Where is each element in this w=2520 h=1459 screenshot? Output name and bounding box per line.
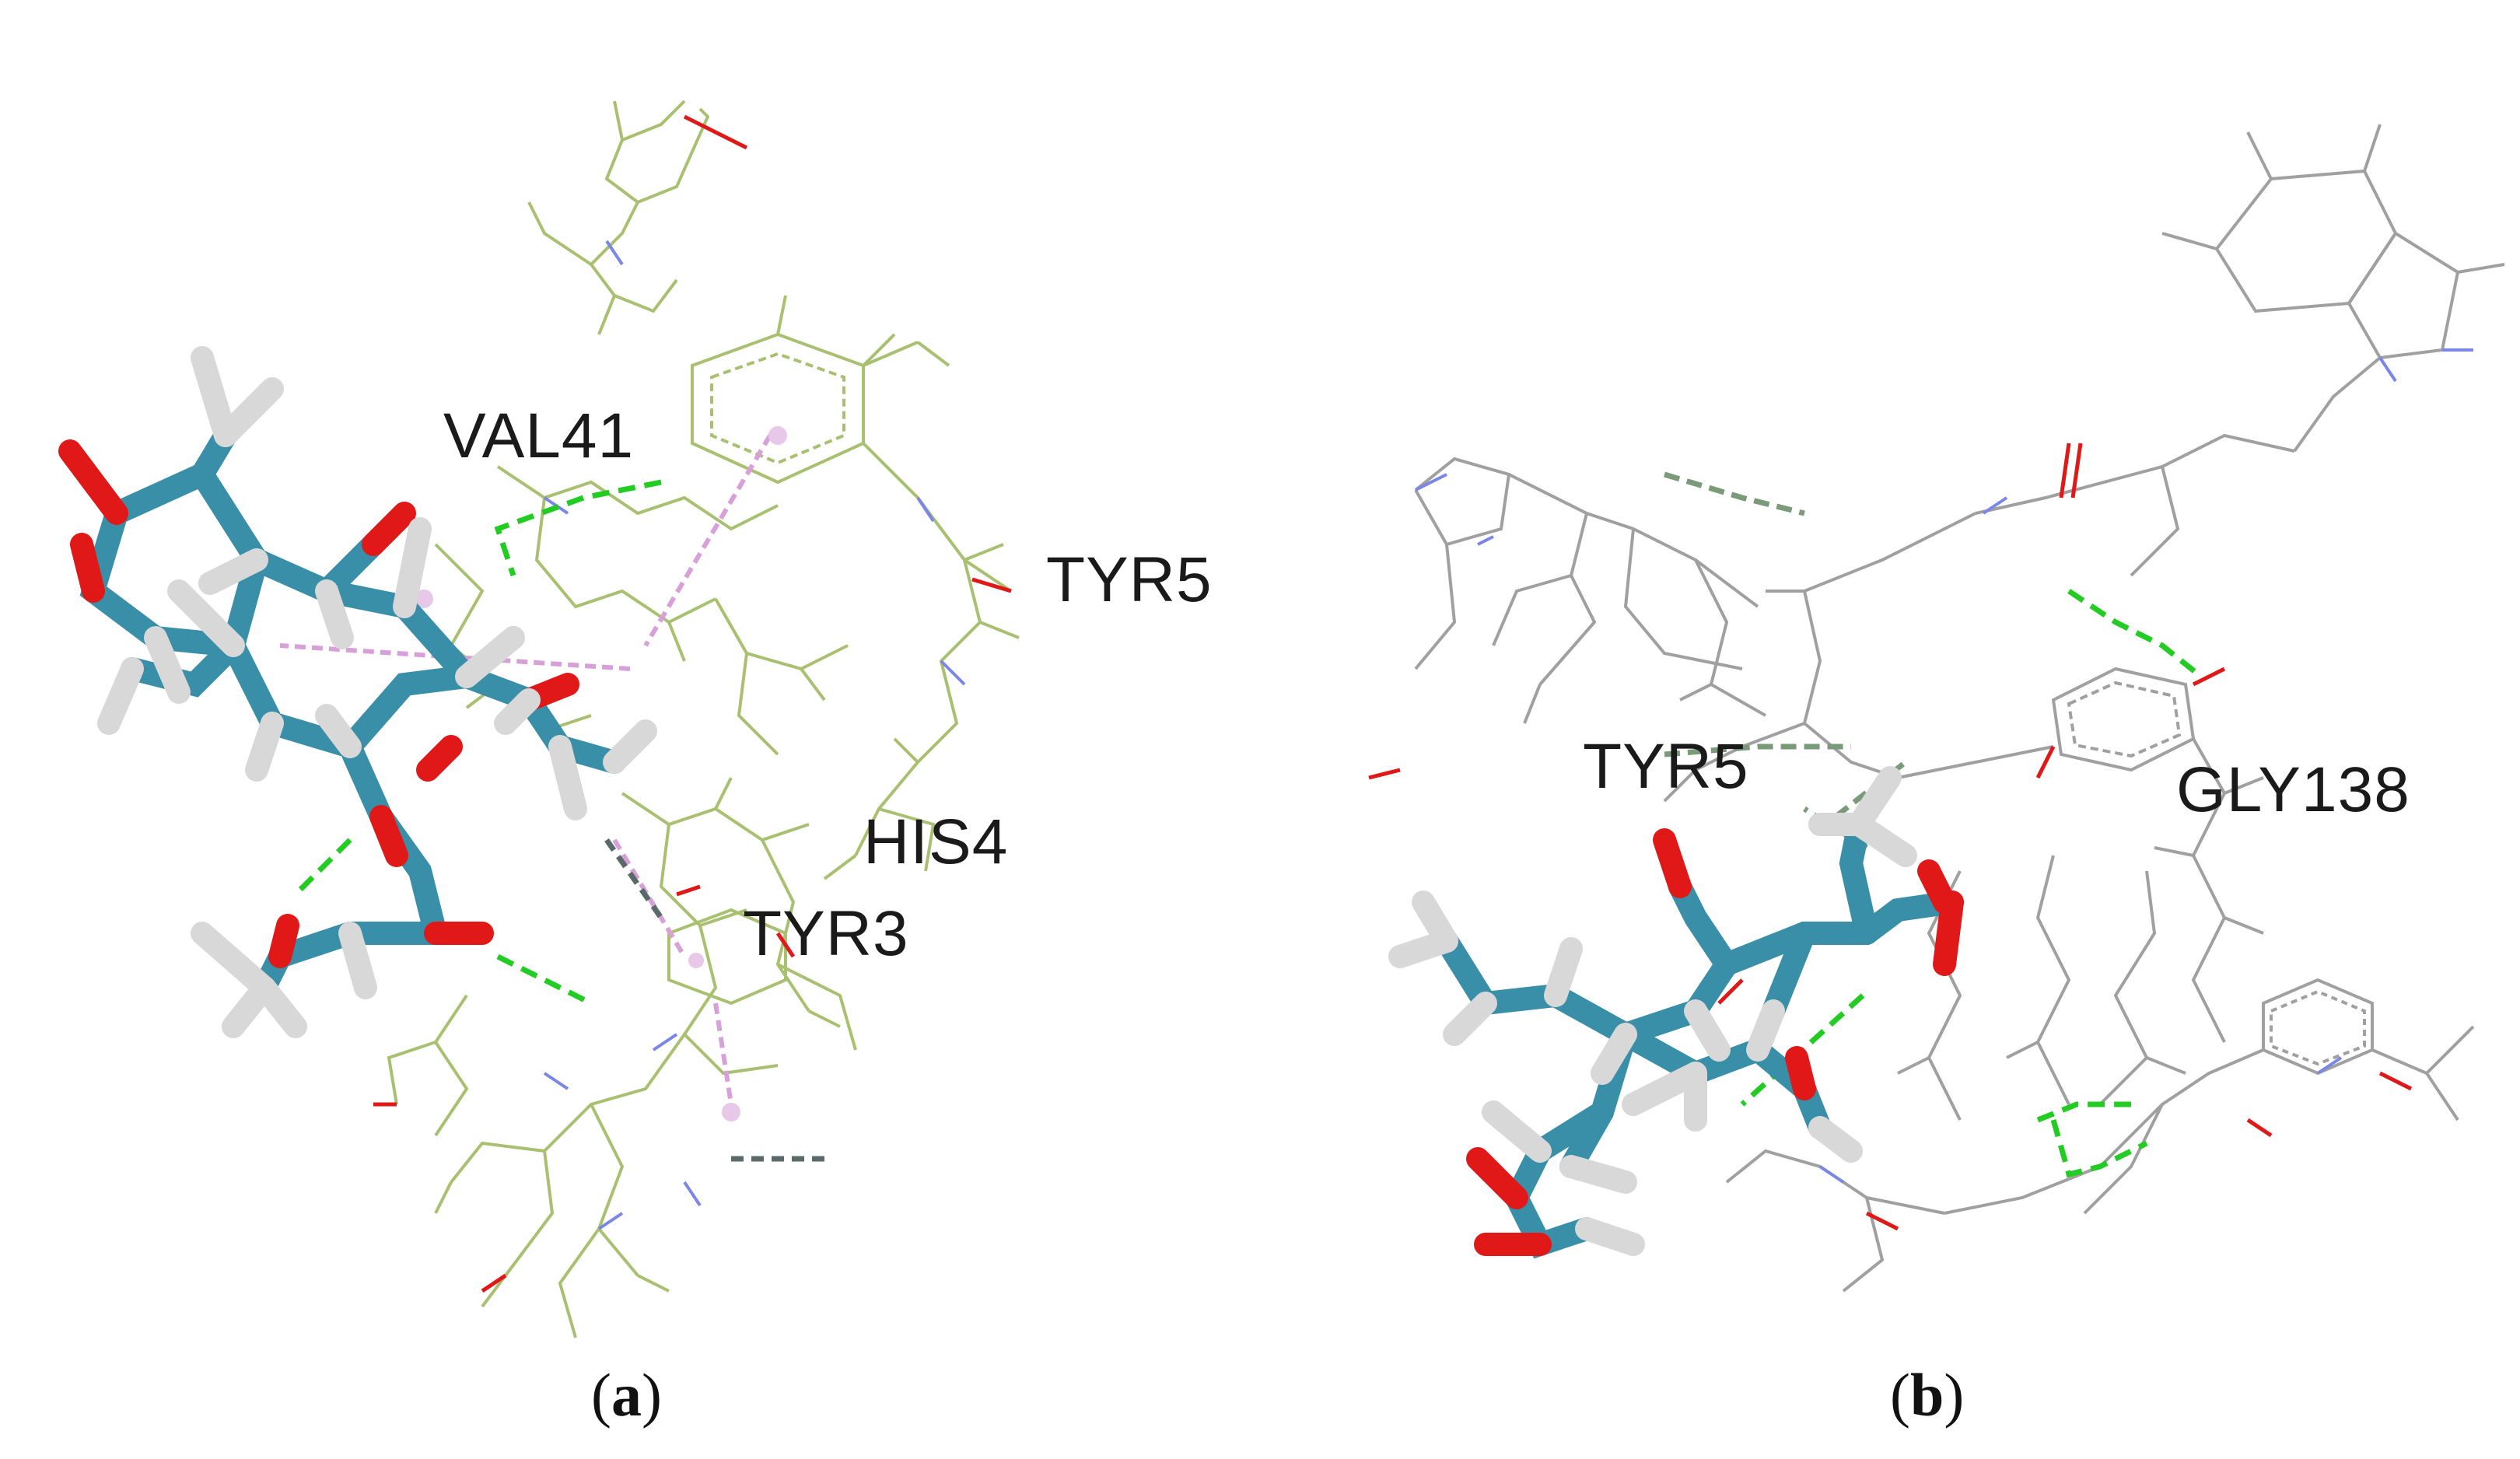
residue-oxygen-a [373,114,1012,1293]
panel-a: VAL41 TYR5 HIS4 TYR3 (a) [0,0,1260,1426]
residue-label-gly138: GLY138 [2176,754,2410,825]
pi-centroids-a [415,426,787,1121]
ligand-b [1388,766,1964,1259]
caption-a: (a) [591,1361,662,1429]
caption-b: (b) [1890,1361,1965,1429]
residue-label-tyr3: TYR3 [743,898,909,969]
molecular-scene-a [58,100,1020,1338]
residue-oxygen-b [1368,443,2413,1231]
hydrogen-bonds-a [293,479,662,1006]
residue-label-val41: VAL41 [443,401,635,471]
nitrogen-atoms-b [1415,348,2473,1184]
residue-label-tyr5: TYR5 [1583,731,1749,802]
residue-wireframe-a [387,100,1020,1338]
molecular-scene-b [1368,124,2505,1293]
carbon-hbonds-a [604,838,824,1162]
residue-label-his4: HIS4 [863,806,1009,877]
panel-b: TYR5 GLY138 (b) [1260,0,2520,1426]
residue-label-tyr5: TYR5 [1046,544,1213,615]
ligand-a [58,346,657,1038]
nitrogen-atoms-a [543,240,966,1230]
